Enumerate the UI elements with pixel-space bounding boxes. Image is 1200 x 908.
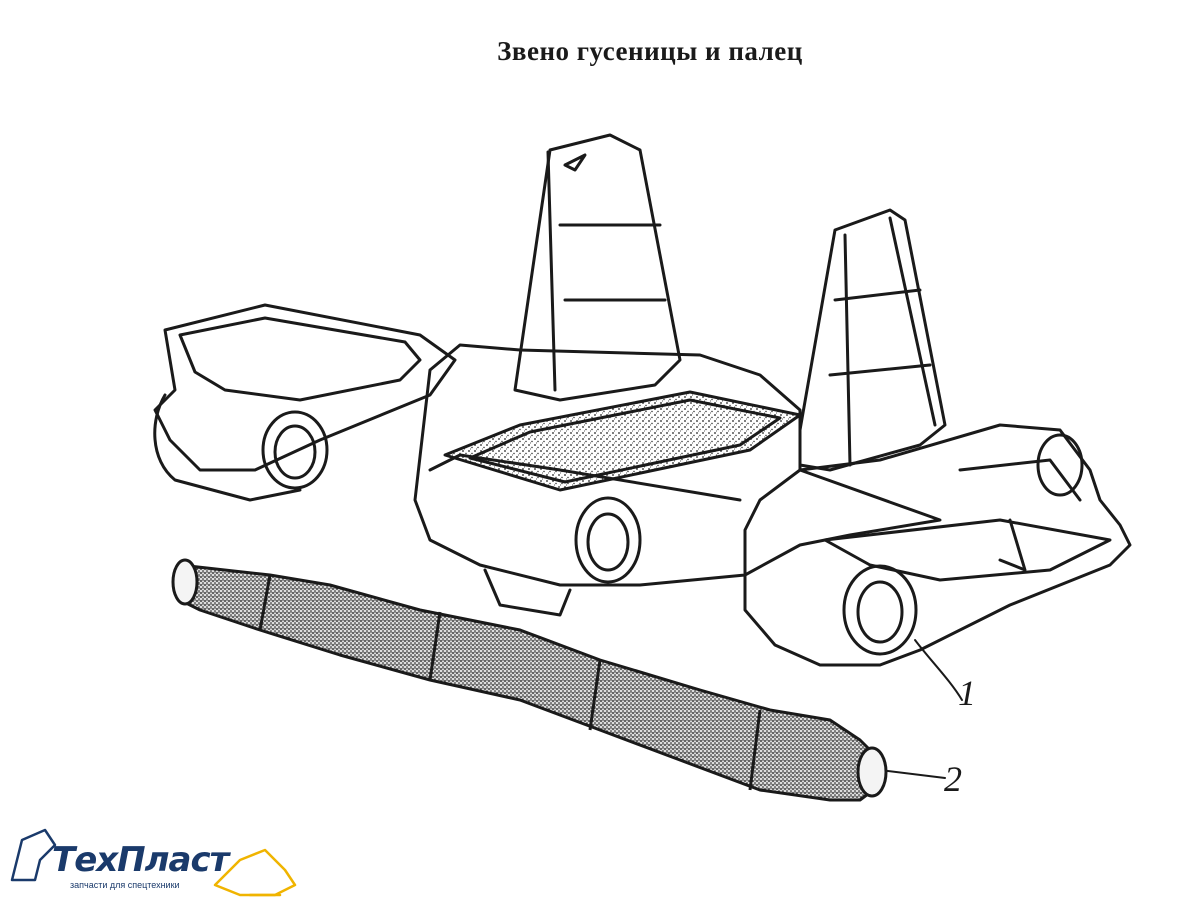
left-guide-horn: [513, 133, 682, 402]
callout-label-2: 2: [944, 759, 962, 799]
center-block: [413, 343, 802, 587]
left-boss-eye: [261, 410, 329, 490]
pin-body: [178, 563, 882, 802]
right-guide-horn: [798, 208, 947, 472]
callout-leader-1: [914, 639, 963, 701]
excavator-left-icon: [10, 828, 57, 882]
pin-right-end: [856, 746, 888, 798]
logo-name: ТехПласт: [52, 840, 229, 880]
diagram-title: Звено гусеницы и палец: [497, 36, 803, 66]
logo-mark: [10, 828, 297, 897]
track-link-body: [153, 133, 1132, 779]
right-body: [743, 423, 1132, 667]
excavator-right-icon: [213, 848, 297, 897]
callout-leader-2: [879, 769, 946, 779]
right-lug-inner: [823, 518, 1112, 582]
logo-tagline: запчасти для спецтехники: [70, 880, 180, 890]
track-pad: [443, 390, 802, 492]
pin-left-end: [171, 558, 199, 606]
callout-label-1: 1: [958, 673, 976, 713]
center-boss-eye: [574, 496, 642, 584]
lower-foot: [483, 568, 572, 617]
left-lug-inner: [178, 316, 422, 402]
track-pin: [171, 558, 888, 802]
